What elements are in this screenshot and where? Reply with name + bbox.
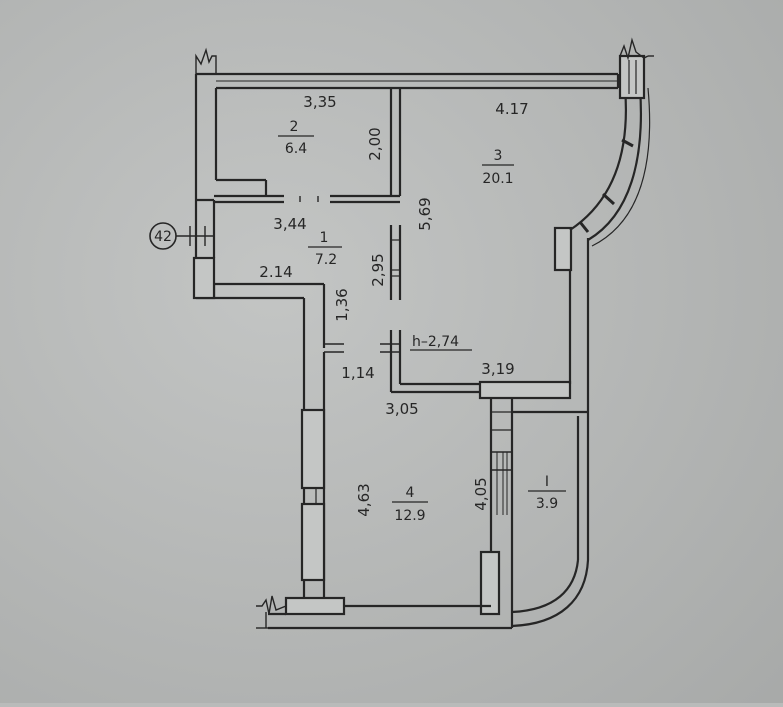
- partition-room2-room3: [389, 88, 402, 300]
- dimension-label: 3,05: [385, 400, 418, 418]
- dimension-label: 2.14: [259, 263, 292, 281]
- room-2-area: 6.4: [285, 141, 307, 157]
- partition-room2-room1: [214, 194, 400, 204]
- top-exterior-wall: [196, 72, 620, 90]
- room-4-number: 4: [406, 485, 415, 501]
- dimension-label: 4,63: [355, 483, 373, 516]
- break-line-top-left: [195, 47, 217, 74]
- left-wall-room4: [300, 348, 326, 602]
- room-1-number: 1: [320, 230, 329, 246]
- dimension-label: 3,19: [481, 360, 514, 378]
- dimension-label: 4.17: [495, 100, 528, 118]
- break-line-top-right: [619, 37, 654, 61]
- dimension-label: 3,44: [273, 215, 306, 233]
- right-exterior-wall: [512, 226, 590, 450]
- break-line-bottom-left: [256, 595, 287, 629]
- room-3-area: 20.1: [482, 171, 513, 187]
- balcony-outline: [511, 416, 590, 628]
- left-exterior-wall: [192, 74, 324, 300]
- apartment-marker: [149, 222, 214, 250]
- room-4-area: 12.9: [394, 508, 425, 524]
- balcony-area: 3.9: [536, 496, 558, 512]
- partition-room3-room4: [478, 380, 572, 616]
- apartment-number: 42: [154, 229, 172, 245]
- bay-window: [569, 54, 651, 247]
- dimension-label: 1,14: [341, 364, 374, 382]
- room-1-area: 7.2: [315, 252, 337, 268]
- dimension-label: 2,00: [366, 127, 384, 160]
- area-fraction-lines: [278, 135, 566, 503]
- partition-room1-room4: [302, 284, 480, 394]
- room-2-number: 2: [290, 119, 299, 135]
- balcony-number: I: [545, 474, 549, 490]
- ceiling-height-label: h–2,74: [412, 334, 459, 350]
- dimension-label: 3,35: [303, 93, 336, 111]
- dimension-label: 5,69: [416, 197, 434, 230]
- dimension-label: 4,05: [472, 477, 490, 510]
- dimension-label: 1,36: [333, 288, 351, 321]
- room-3-number: 3: [494, 148, 503, 164]
- dimension-label: 2,95: [369, 253, 387, 286]
